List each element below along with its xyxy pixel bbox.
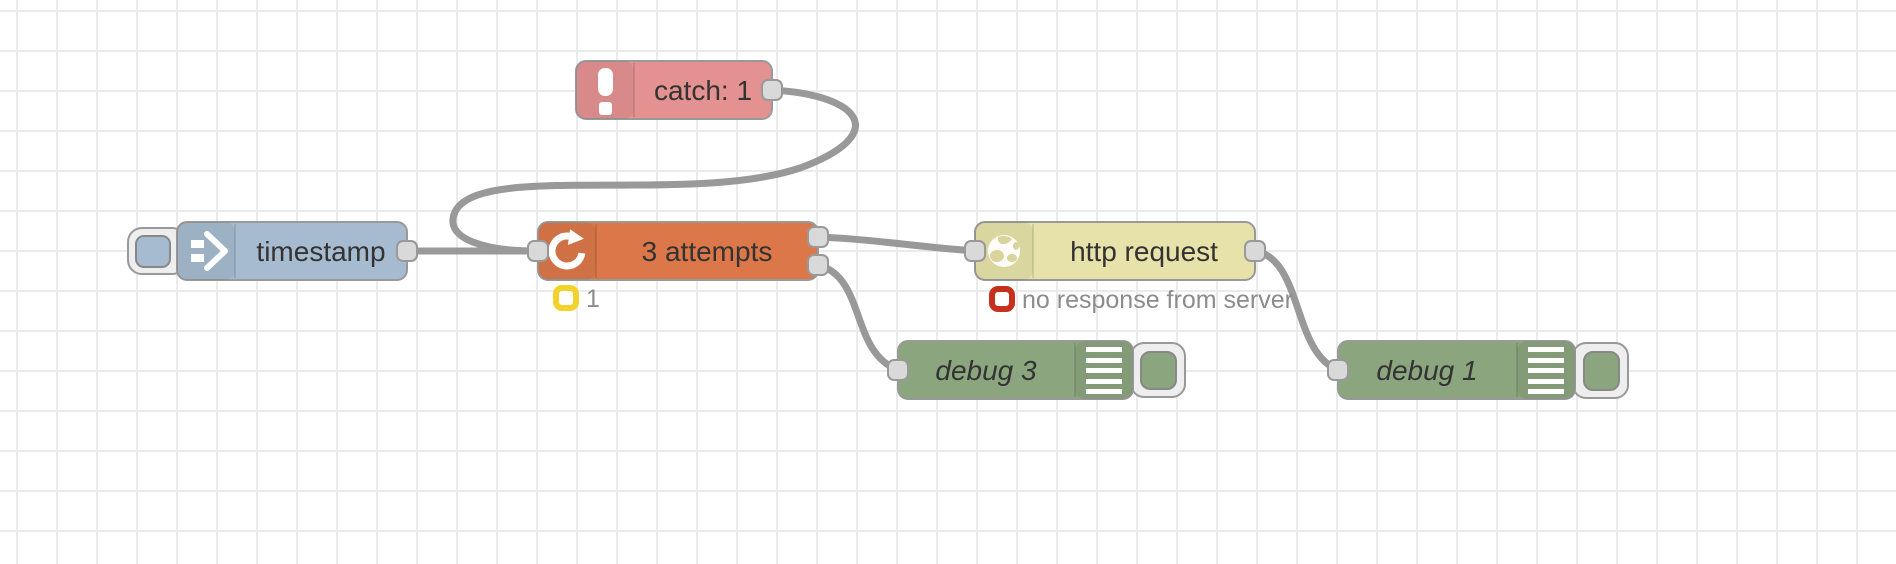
http-output-port[interactable] — [1244, 240, 1266, 262]
retry-output-port-1[interactable] — [807, 226, 829, 248]
node-inject: timestamp — [127, 221, 418, 281]
http-node-label: http request — [1070, 236, 1218, 267]
catch-node-label: catch: 1 — [654, 75, 752, 106]
exclamation-icon — [598, 68, 613, 115]
debug3-toggle-inner[interactable] — [1140, 351, 1177, 390]
http-input-port[interactable] — [964, 240, 986, 262]
debug3-input-port[interactable] — [887, 359, 909, 381]
redo-icon — [548, 229, 586, 270]
status-ring-yellow-icon — [553, 285, 579, 311]
retry-input-port[interactable] — [527, 240, 549, 262]
list-icon — [1086, 347, 1122, 394]
status-ring-red-icon — [989, 286, 1015, 312]
wire-catch-to-retry[interactable] — [449, 86, 859, 255]
inject-button-inner[interactable] — [135, 235, 171, 268]
debug1-node-label: debug 1 — [1376, 355, 1477, 386]
retry-icon-area — [538, 222, 596, 280]
node-debug3: debug 3 — [887, 340, 1186, 400]
retry-output-port-2[interactable] — [807, 254, 829, 276]
inject-icon-area — [177, 222, 235, 280]
retry-node-label: 3 attempts — [642, 236, 773, 267]
node-debug1: debug 1 — [1327, 340, 1629, 400]
wire-http-to-debug1[interactable] — [1251, 247, 1342, 374]
node-http-request: http request no response from server — [964, 221, 1293, 314]
debug1-toggle-inner[interactable] — [1583, 351, 1620, 391]
wire-retry-to-http[interactable] — [814, 233, 979, 255]
inject-node-label: timestamp — [256, 236, 385, 267]
globe-icon — [988, 235, 1020, 267]
debug3-node-label: debug 3 — [935, 355, 1037, 386]
wires — [403, 86, 1342, 374]
inject-arrow-icon — [191, 231, 228, 271]
retry-status-text: 1 — [586, 285, 600, 313]
catch-output-port[interactable] — [761, 79, 783, 101]
node-catch: catch: 1 — [575, 60, 783, 120]
http-status: no response from server — [989, 286, 1293, 314]
inject-output-port[interactable] — [396, 240, 418, 262]
list-icon — [1528, 347, 1564, 394]
retry-status: 1 — [553, 285, 600, 313]
http-status-text: no response from server — [1022, 286, 1293, 314]
wire-retry-to-debug3[interactable] — [814, 261, 902, 374]
node-retry: 3 attempts 1 — [527, 221, 829, 313]
debug1-input-port[interactable] — [1327, 359, 1349, 381]
